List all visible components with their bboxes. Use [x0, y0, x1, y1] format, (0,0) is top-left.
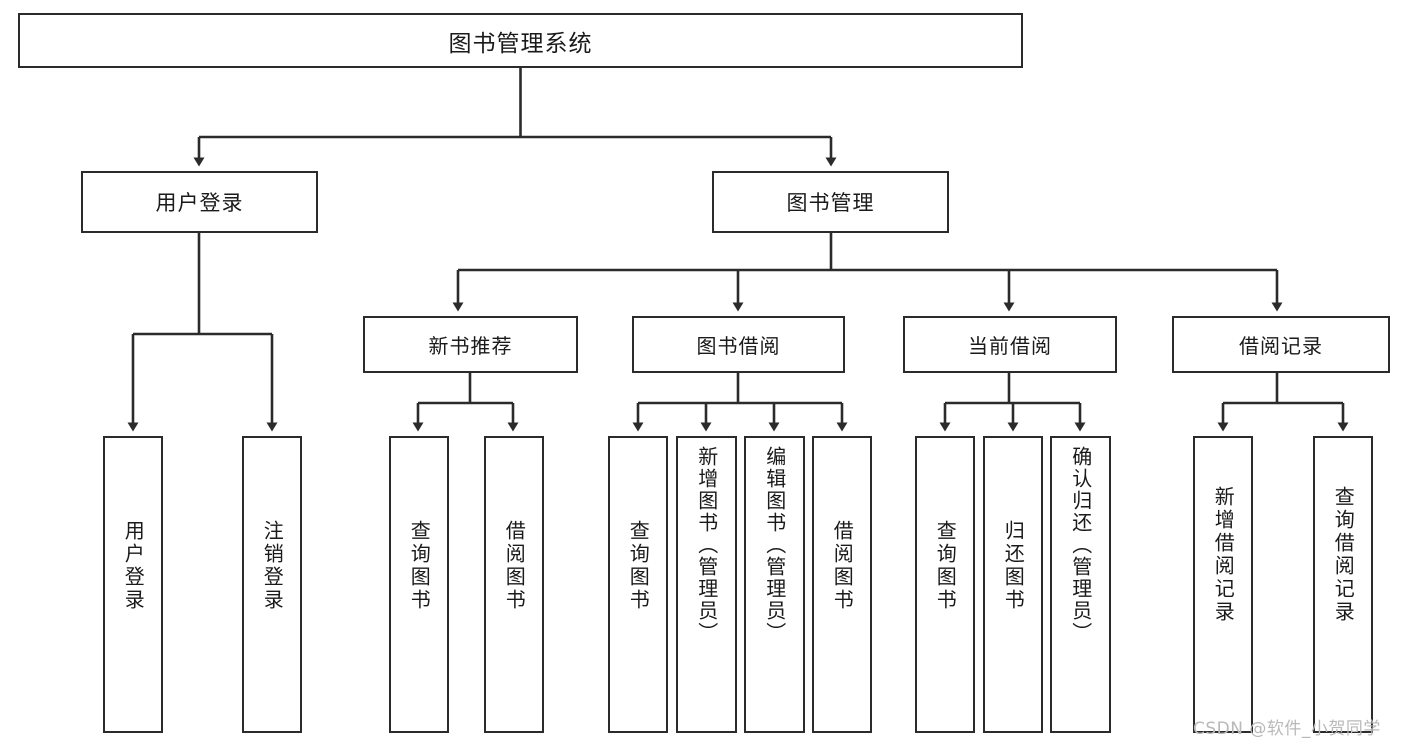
leaf-current-borrow-query[interactable]: 查询图书	[915, 436, 975, 733]
node-book-borrow[interactable]: 图书借阅	[632, 316, 845, 373]
leaf-new-book-borrow[interactable]: 借阅图书	[484, 436, 544, 733]
node-current-borrow[interactable]: 当前借阅	[903, 316, 1117, 373]
node-label: 查询借阅记录	[1331, 486, 1356, 624]
node-label: 归还图书	[1001, 520, 1026, 612]
node-root-system[interactable]: 图书管理系统	[18, 13, 1023, 68]
node-label: 查询图书	[626, 520, 651, 612]
node-label: 用户登录	[121, 520, 146, 612]
node-book-management[interactable]: 图书管理	[712, 171, 949, 233]
leaf-book-borrow-query[interactable]: 查询图书	[608, 436, 668, 733]
node-borrow-record[interactable]: 借阅记录	[1172, 316, 1390, 373]
node-label: 新书推荐	[428, 334, 513, 358]
node-label: 用户登录	[155, 191, 244, 215]
node-new-book-recommend[interactable]: 新书推荐	[363, 316, 578, 373]
leaf-user-login-logout[interactable]: 注销登录	[242, 436, 302, 733]
node-label: 查询图书	[933, 520, 958, 612]
node-label: 查询图书	[407, 520, 432, 612]
leaf-book-borrow-add-admin[interactable]: 新增图书（管理员）	[676, 436, 737, 733]
leaf-user-login-login[interactable]: 用户登录	[103, 436, 163, 733]
leaf-book-borrow-edit-admin[interactable]: 编辑图书（管理员）	[744, 436, 805, 733]
leaf-current-borrow-return[interactable]: 归还图书	[983, 436, 1043, 733]
node-label: 借阅记录	[1239, 334, 1323, 358]
node-label: 注销登录	[260, 520, 285, 612]
node-label: 当前借阅	[968, 334, 1052, 358]
node-label: 确认归还（管理员）	[1068, 446, 1093, 644]
leaf-book-borrow-borrow[interactable]: 借阅图书	[812, 436, 872, 733]
node-label: 图书管理	[786, 191, 875, 215]
node-label: 图书管理系统	[448, 30, 593, 57]
node-label: 借阅图书	[502, 520, 527, 612]
node-label: 借阅图书	[830, 520, 855, 612]
node-label: 新增图书（管理员）	[694, 446, 719, 644]
leaf-new-book-query[interactable]: 查询图书	[389, 436, 449, 733]
leaf-borrow-record-add[interactable]: 新增借阅记录	[1193, 436, 1253, 733]
leaf-borrow-record-query[interactable]: 查询借阅记录	[1313, 436, 1373, 733]
leaf-current-borrow-confirm-admin[interactable]: 确认归还（管理员）	[1050, 436, 1111, 733]
node-user-login[interactable]: 用户登录	[81, 171, 318, 233]
node-label: 编辑图书（管理员）	[762, 446, 787, 644]
watermark-text: CSDN @软件_小贺同学	[1193, 719, 1381, 739]
node-label: 新增借阅记录	[1211, 486, 1236, 624]
node-label: 图书借阅	[696, 334, 781, 358]
